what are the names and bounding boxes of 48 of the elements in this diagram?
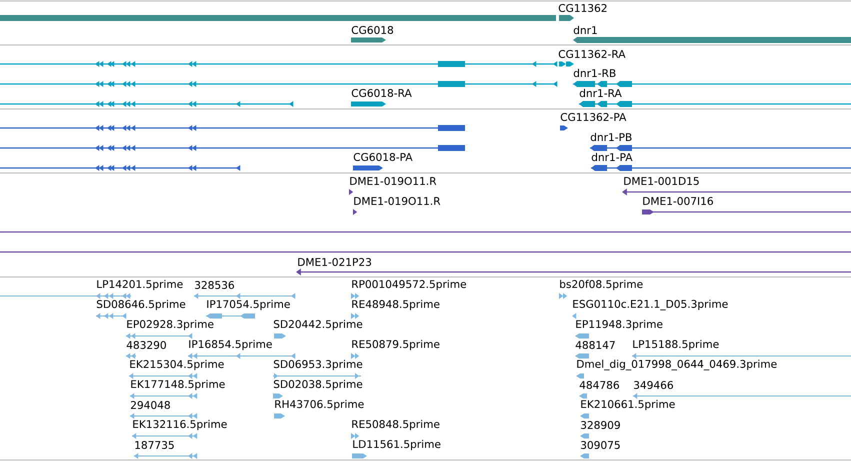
- feature-label: DME1-019O11.R: [350, 177, 436, 186]
- feature-label: dnr1: [574, 26, 597, 34]
- feature-label: CG6018: [352, 26, 394, 34]
- feature-label: 187735: [135, 441, 174, 450]
- feature-label: EP02928.3prime: [127, 320, 214, 330]
- feature-label: CG11362: [558, 4, 606, 12]
- feature-label: SD02038.5prime: [274, 380, 362, 390]
- feature-label: EK215304.5prime: [130, 360, 224, 370]
- feature-label: SD20442.5prime: [274, 320, 362, 330]
- feature-label: LP14201.5prime: [97, 280, 183, 290]
- feature-label: SD08646.5prime: [96, 300, 186, 310]
- feature-label: CG11362-PA: [560, 113, 626, 122]
- feature-label: Dmel_dig_017998_0644_0469.3prime: [577, 360, 777, 370]
- feature-label: RE50879.5prime: [352, 340, 440, 350]
- feature-label: RE48948.5prime: [352, 300, 440, 310]
- feature-label: DME1-007I16: [643, 197, 713, 206]
- feature-label: bs20f08.5prime: [560, 280, 643, 290]
- feature-label: EK132116.5prime: [133, 420, 227, 430]
- feature-label: RE50848.5prime: [352, 420, 440, 430]
- feature-label: IP17054.5prime: [207, 300, 290, 310]
- feature-label: 309075: [581, 441, 620, 450]
- feature-label: dnr1-RB: [574, 68, 616, 78]
- feature-label: dnr1-PA: [592, 152, 632, 162]
- feature-label: 349466: [634, 381, 673, 390]
- feature-label: 294048: [130, 401, 170, 410]
- feature-label: CG11362-RA: [558, 50, 626, 58]
- feature-label: RH43706.5prime: [275, 400, 364, 410]
- feature-label: DME1-019O11.R: [354, 197, 440, 206]
- feature-label: 328536: [195, 281, 234, 290]
- feature-label: EP11948.3prime: [576, 320, 662, 330]
- feature-label: 484786: [580, 381, 619, 390]
- feature-label: 488147: [576, 341, 615, 350]
- feature-label: LP15188.5prime: [633, 340, 719, 350]
- feature-label: SD06953.3prime: [274, 360, 362, 370]
- feature-label: dnr1-RA: [580, 88, 622, 98]
- feature-label: 328909: [581, 421, 620, 430]
- feature-label: IP16854.5prime: [189, 340, 272, 350]
- feature-label: ESG0110c.E21.1_D05.3prime: [573, 300, 728, 310]
- feature-label: CG6018-PA: [354, 153, 412, 162]
- feature-label: LD11561.5prime: [353, 440, 440, 450]
- feature-label: CG6018-RA: [352, 89, 412, 98]
- feature-label: RP001049572.5prime: [352, 280, 466, 290]
- feature-label: dnr1-PB: [590, 132, 632, 142]
- feature-label: EK177148.5prime: [131, 380, 225, 390]
- feature-label: 483290: [126, 341, 166, 350]
- feature-label: DME1-021P23: [298, 258, 372, 266]
- feature-label: DME1-001D15: [624, 177, 699, 186]
- feature-label: EK210661.5prime: [581, 400, 675, 410]
